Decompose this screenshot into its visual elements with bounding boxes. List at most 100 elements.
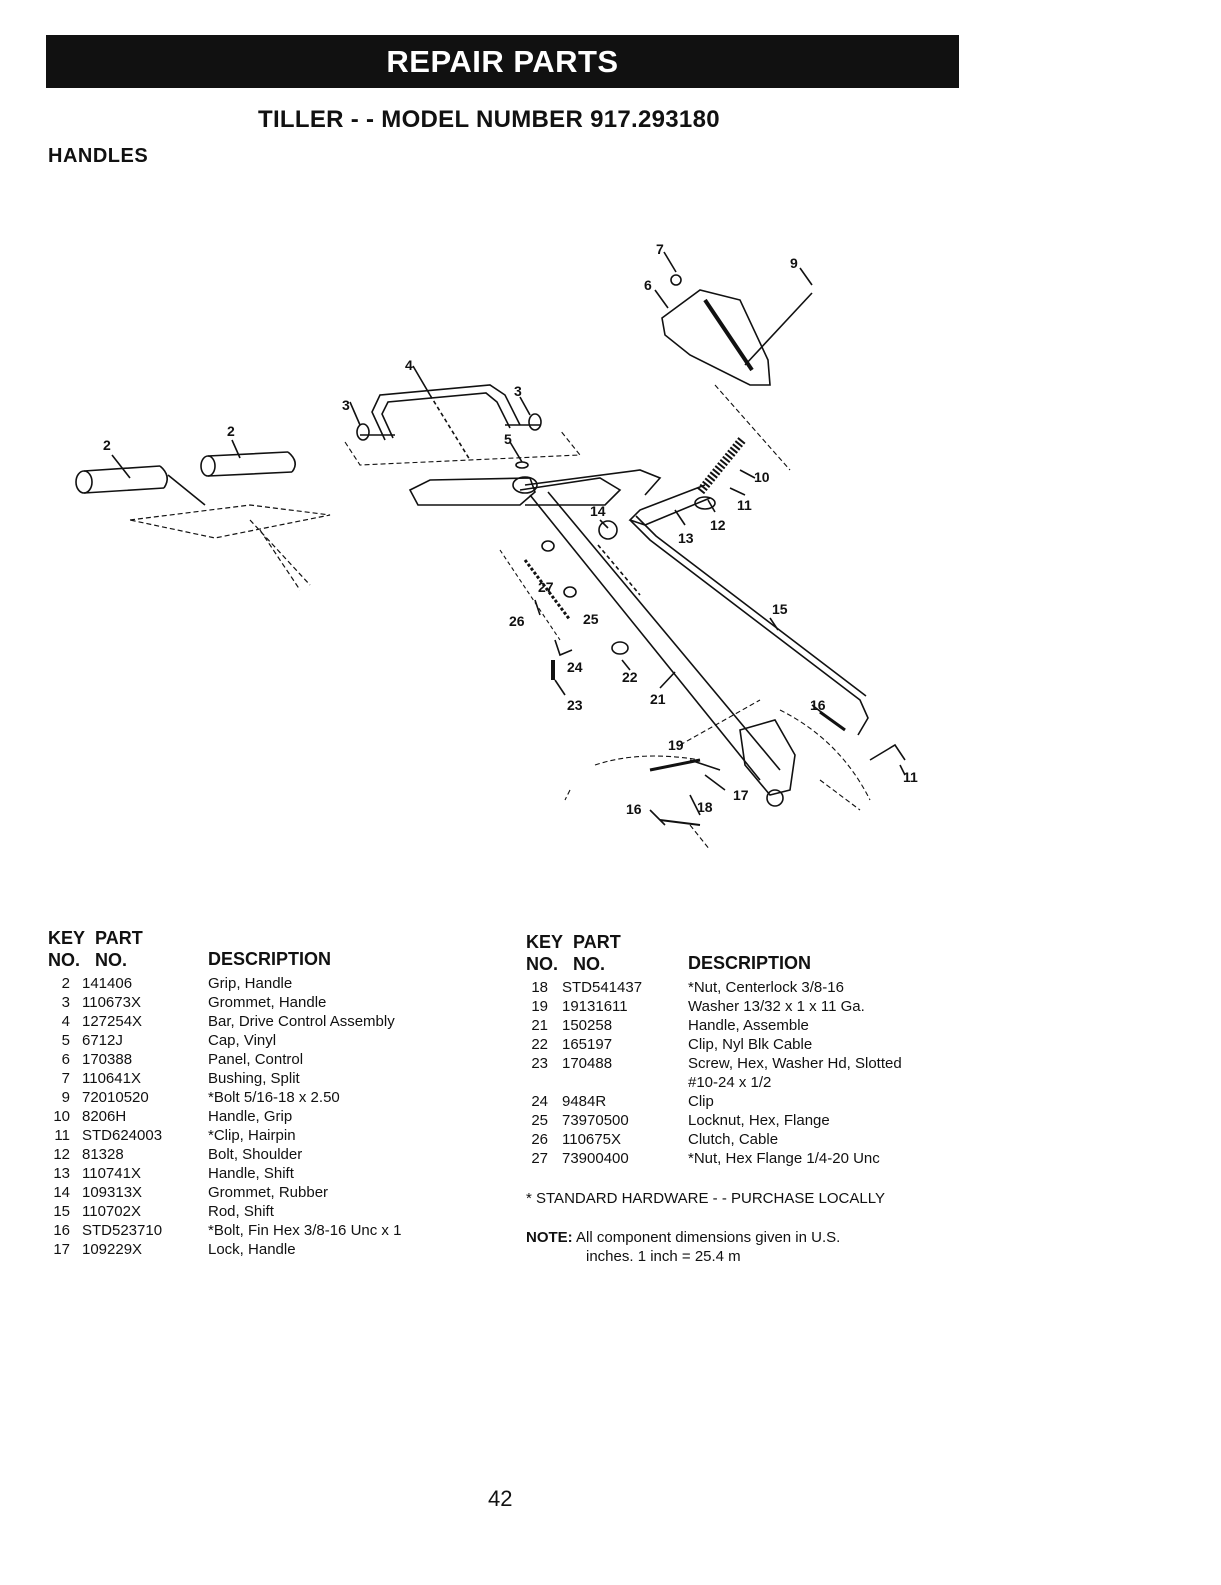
diagram-callouts: 2 2 3 3 4 5 6 7 9 10 11 12 13 14 15 16 1…	[103, 241, 918, 817]
callout-label: 22	[622, 669, 638, 685]
part-description: Screw, Hex, Washer Hd, Slotted	[688, 1055, 902, 1072]
part-description: Washer 13/32 x 1 x 11 Ga.	[688, 998, 865, 1015]
ghost-handle-left	[129, 504, 331, 591]
callout-label: 15	[772, 601, 788, 617]
part-description: *Nut, Centerlock 3/8-16	[688, 979, 844, 996]
part-key-number: 11	[54, 1127, 70, 1144]
table-header-key-part: KEY PART	[526, 932, 621, 952]
part-key-number: 5	[61, 1032, 70, 1049]
part-description: Grip, Handle	[208, 975, 293, 992]
part-number: 170388	[82, 1051, 133, 1068]
callout-label: 12	[710, 517, 726, 533]
part-description: Rod, Shift	[208, 1203, 274, 1220]
header-key: KEY	[526, 932, 564, 952]
model-title: TILLER - - MODEL NUMBER 917.293180	[258, 106, 720, 133]
part-number: STD541437	[562, 979, 643, 996]
part-number: 110673X	[82, 994, 141, 1011]
part-description: Lock, Handle	[208, 1241, 296, 1258]
part-key-number: 4	[61, 1013, 70, 1030]
part-description: Grommet, Rubber	[208, 1184, 329, 1201]
part-description: Clip	[688, 1093, 714, 1110]
callout-label: 4	[405, 357, 413, 373]
note-line-2: inches. 1 inch = 25.4 m	[586, 1248, 741, 1265]
callout-label: 13	[678, 530, 694, 546]
part-key-number: 2	[61, 975, 70, 992]
part-key-number: 15	[53, 1203, 70, 1220]
callout-label: 25	[583, 611, 599, 627]
header-no-2: NO.	[573, 954, 606, 974]
part-number: 72010520	[82, 1089, 149, 1106]
shift-handle	[628, 437, 746, 526]
part-key-number: 22	[531, 1036, 548, 1053]
repair-parts-banner: REPAIR PARTS	[46, 35, 959, 88]
handles-exploded-diagram: 2 2 3 3 4 5 6 7 9 10 11 12 13 14 15 16 1…	[75, 241, 918, 851]
ghost-mount	[564, 699, 871, 851]
callout-label: 11	[737, 497, 752, 513]
callout-label: 16	[626, 801, 642, 817]
part-number: 110741X	[82, 1165, 141, 1182]
part-number: 8206H	[82, 1108, 127, 1125]
part-description: Handle, Shift	[208, 1165, 294, 1182]
table-header-no: NO. NO.	[526, 954, 605, 974]
part-number: 73970500	[562, 1112, 629, 1129]
header-part: PART	[573, 932, 621, 952]
part-description: Cap, Vinyl	[208, 1032, 277, 1049]
part-number: STD624003	[82, 1127, 163, 1144]
callout-label: 3	[514, 383, 522, 399]
part-number: 109313X	[82, 1184, 143, 1201]
callout-label: 11	[903, 769, 918, 785]
grip-handle-left	[75, 465, 168, 494]
part-description: Grommet, Handle	[208, 994, 327, 1011]
callout-label: 14	[590, 503, 606, 519]
note-label: NOTE:	[526, 1229, 573, 1246]
part-number: 6712J	[82, 1032, 123, 1049]
part-key-number: 17	[53, 1241, 70, 1258]
part-key-number: 12	[53, 1146, 70, 1163]
part-key-number: 13	[53, 1165, 70, 1182]
callout-label: 6	[644, 277, 652, 293]
callout-label: 21	[650, 691, 666, 707]
part-number: 19131611	[562, 998, 628, 1015]
grommet-left	[356, 423, 370, 441]
handle-assembly	[408, 469, 796, 807]
part-key-number: 27	[531, 1150, 548, 1167]
shift-rod	[629, 515, 869, 736]
part-number: 73900400	[562, 1150, 629, 1167]
grip-handle-right	[200, 451, 296, 477]
part-key-number: 10	[53, 1108, 70, 1125]
section-title: HANDLES	[48, 145, 149, 167]
callout-label: 17	[733, 787, 749, 803]
part-number: 110675X	[562, 1131, 621, 1148]
callout-label: 27	[538, 579, 554, 595]
callout-label: 3	[342, 397, 350, 413]
page-number: 42	[488, 1486, 513, 1511]
part-number: 150258	[562, 1017, 613, 1034]
parts-row: 18 STD541437 *Nut, Centerlock 3/8-16	[526, 978, 966, 997]
note-line-1: All component dimensions given in U.S.	[576, 1229, 841, 1246]
parts-row: 13 110741X Handle, Shift	[48, 1164, 468, 1183]
part-key-number: 18	[531, 979, 548, 996]
part-number: STD523710	[82, 1222, 163, 1239]
table-header-key-part: KEY PART	[48, 928, 143, 948]
part-description: *Bolt, Fin Hex 3/8-16 Unc x 1	[208, 1222, 402, 1239]
part-key-number: 3	[61, 994, 70, 1011]
callout-label: 5	[504, 431, 512, 447]
part-key-number: 9	[61, 1089, 70, 1106]
callout-label: 7	[656, 241, 664, 257]
part-number: 81328	[82, 1146, 124, 1163]
